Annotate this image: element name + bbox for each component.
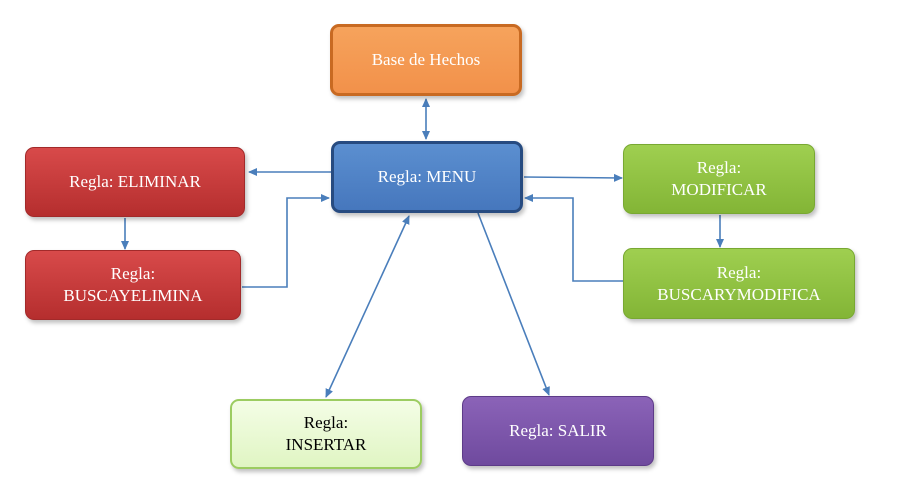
- node-regla-buscarymodifica-line1: Regla:: [716, 262, 762, 282]
- node-regla-modificar-line2: MODIFICAR: [671, 180, 767, 199]
- node-regla-insertar: Regla: INSERTAR: [230, 399, 422, 469]
- node-regla-modificar: Regla: MODIFICAR: [623, 144, 815, 214]
- node-regla-eliminar: Regla: ELIMINAR: [25, 147, 245, 217]
- node-regla-buscayelimina-line1: Regla:: [110, 264, 156, 283]
- node-regla-insertar-line1: Regla:: [303, 413, 349, 432]
- node-regla-buscarymodifica-line2: BUSCARYMODIFICA: [657, 284, 821, 304]
- node-regla-salir-label: Regla: SALIR: [509, 421, 607, 440]
- node-regla-buscarymodifica: Regla: BUSCARYMODIFICA: [623, 248, 855, 319]
- node-regla-buscayelimina-line2: BUSCAYELIMINA: [63, 286, 203, 305]
- node-regla-modificar-line1: Regla:: [696, 158, 742, 177]
- node-regla-buscayelimina: Regla: BUSCAYELIMINA: [25, 250, 241, 320]
- connector-buscayelimina-menu: [242, 194, 330, 288]
- connector-buscarymodifica-menu: [524, 194, 623, 282]
- node-base-de-hechos: Base de Hechos: [330, 24, 522, 96]
- node-regla-salir: Regla: SALIR: [462, 396, 654, 466]
- node-regla-eliminar-label: Regla: ELIMINAR: [69, 172, 201, 191]
- connector-menu-salir: [477, 212, 550, 396]
- node-base-de-hechos-label: Base de Hechos: [371, 50, 481, 69]
- node-regla-menu: Regla: MENU: [331, 141, 523, 213]
- connector-menu-insertar: [325, 215, 410, 398]
- node-regla-insertar-line2: INSERTAR: [285, 435, 367, 454]
- connector-menu-modificar: [523, 173, 623, 182]
- node-regla-menu-label: Regla: MENU: [377, 167, 477, 186]
